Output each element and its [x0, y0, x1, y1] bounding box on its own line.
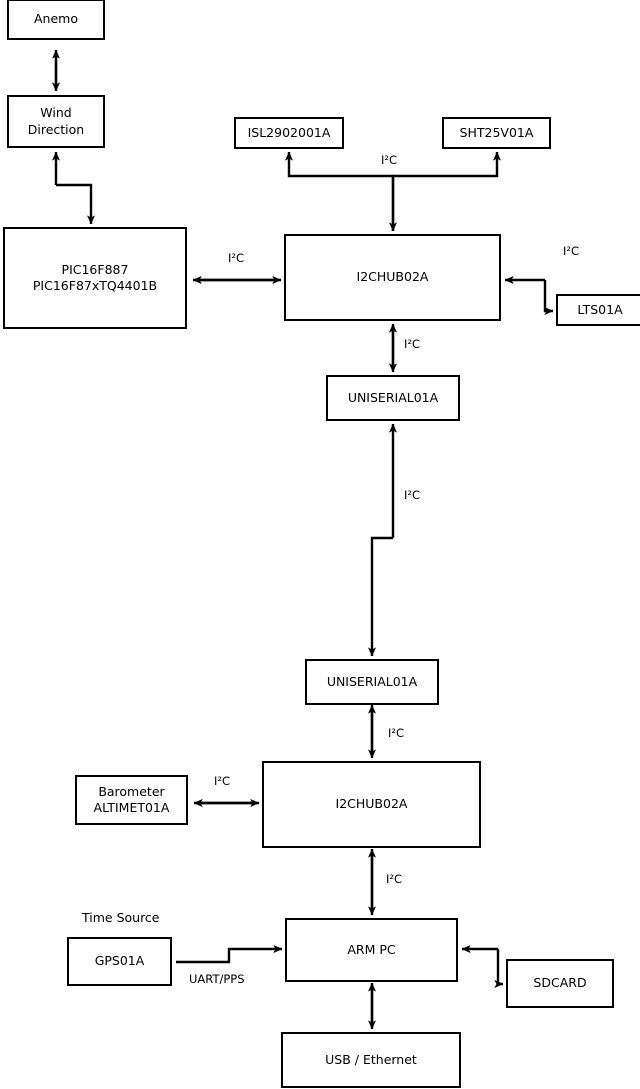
node-lts01a-label: LTS01A — [577, 301, 623, 317]
node-sdcard[interactable]: SDCARD — [506, 959, 614, 1008]
label-time-source: Time Source — [82, 910, 160, 925]
node-usb-ethernet-label: USB / Ethernet — [325, 1051, 417, 1067]
node-pic-mcu-label: PIC16F887 PIC16F87xTQ4401B — [32, 261, 158, 294]
node-barometer-altimet01a-label: Barometer ALTIMET01A — [93, 783, 170, 816]
node-pic-mcu[interactable]: PIC16F887 PIC16F87xTQ4401B — [3, 227, 187, 329]
node-i2chub02a-top[interactable]: I2CHUB02A — [284, 234, 501, 321]
node-i2chub02a-bottom-label: I2CHUB02A — [335, 796, 408, 812]
edge-pic-down — [56, 183, 95, 225]
edge-label-i2c-pic-hub: I²C — [228, 251, 245, 265]
node-isl2902001a[interactable]: ISL2902001A — [234, 117, 344, 149]
node-isl2902001a-label: ISL2902001A — [247, 124, 331, 140]
node-sht25v01a-label: SHT25V01A — [459, 124, 534, 140]
node-arm-pc[interactable]: ARM PC — [285, 918, 458, 982]
edge-label-i2c-uniserial-link: I²C — [404, 488, 421, 502]
edge-hub-lts — [543, 280, 554, 315]
node-uniserial01a-bottom-label: UNISERIAL01A — [326, 673, 418, 689]
node-sdcard-label: SDCARD — [533, 975, 587, 991]
edge-label-i2c-uniserial-hub2: I²C — [388, 726, 405, 740]
node-i2chub02a-bottom[interactable]: I2CHUB02A — [262, 761, 481, 848]
node-gps01a-label: GPS01A — [94, 953, 145, 969]
node-uniserial01a-bottom[interactable]: UNISERIAL01A — [305, 659, 439, 705]
edge-gps-arm — [176, 945, 283, 964]
node-uniserial01a-top[interactable]: UNISERIAL01A — [326, 375, 460, 421]
edge-label-i2c-hub-lts: I²C — [563, 244, 580, 258]
edge-uniserlink-down — [368, 536, 393, 657]
node-usb-ethernet[interactable]: USB / Ethernet — [281, 1032, 461, 1088]
node-wind-direction-label: Wind Direction — [27, 105, 85, 137]
node-barometer-altimet01a[interactable]: Barometer ALTIMET01A — [75, 775, 188, 825]
edge-bus-sht-up — [393, 151, 501, 178]
node-uniserial01a-top-label: UNISERIAL01A — [347, 389, 439, 405]
node-i2chub02a-top-label: I2CHUB02A — [356, 269, 429, 285]
edge-hub-bus-up — [285, 151, 395, 231]
edge-label-i2c-baro-hub2: I²C — [214, 774, 231, 788]
node-sht25v01a[interactable]: SHT25V01A — [442, 117, 551, 149]
edge-label-uart-pps: UART/PPS — [189, 972, 245, 986]
edge-label-i2c-hub-uniserial: I²C — [404, 337, 421, 351]
node-anemo[interactable]: Anemo — [7, 0, 105, 40]
node-lts01a[interactable]: LTS01A — [556, 294, 640, 326]
edge-label-i2c-isl-sht: I²C — [381, 153, 398, 167]
node-wind-direction[interactable]: Wind Direction — [7, 95, 105, 148]
edge-arm-sd — [494, 949, 504, 988]
edge-label-i2c-hub2-arm: I²C — [386, 872, 403, 886]
node-gps01a[interactable]: GPS01A — [67, 937, 172, 986]
node-anemo-label: Anemo — [34, 11, 78, 27]
node-arm-pc-label: ARM PC — [347, 941, 396, 957]
